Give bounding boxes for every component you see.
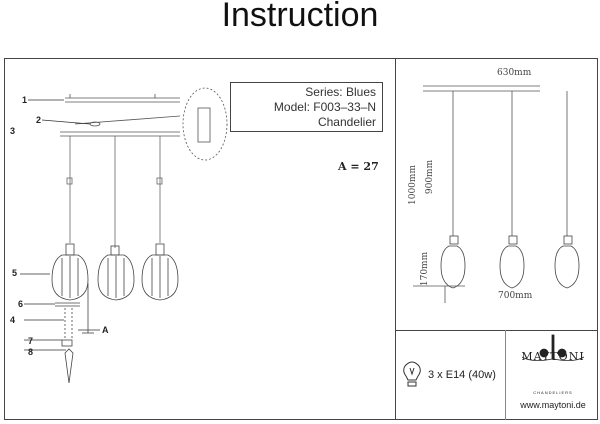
parts-count: A = 27 xyxy=(338,160,379,173)
brand-emblem xyxy=(521,334,585,361)
bulb-spec: 3 x E14 (40w) xyxy=(428,369,496,381)
dim-top-width: 630mm xyxy=(497,68,532,78)
part-label-7: 7 xyxy=(28,336,34,346)
brand-url[interactable]: www.maytoni.de xyxy=(520,400,586,410)
divider xyxy=(505,330,506,420)
part-label-4: 4 xyxy=(10,315,16,325)
part-label-2: 2 xyxy=(36,115,42,125)
brand-logo: MAYTONI xyxy=(521,350,585,363)
model-label: Model: F003–33–N xyxy=(273,100,376,114)
series-label: Series: Blues xyxy=(305,85,376,99)
brand-tagline: CHANDELIERS xyxy=(533,390,573,395)
dimension-drawing xyxy=(413,85,580,303)
divider xyxy=(395,58,396,420)
part-label-6: 6 xyxy=(18,299,24,309)
dim-total-height: 1000mm xyxy=(407,165,418,205)
exploded-parts-diagram xyxy=(20,87,228,384)
divider xyxy=(395,330,598,331)
type-label: Chandelier xyxy=(317,115,376,129)
dim-shade-height: 170mm xyxy=(420,251,431,287)
lightbulb-icon xyxy=(403,361,421,387)
dim-cord-height: 900mm xyxy=(425,159,436,195)
part-label-8: 8 xyxy=(28,347,34,357)
part-label-5: 5 xyxy=(12,268,18,278)
part-label-a: A xyxy=(102,325,109,335)
product-info-box: Series: Blues Model: F003–33–N Chandelie… xyxy=(230,82,383,132)
dim-total-width: 700mm xyxy=(498,291,533,301)
part-label-1: 1 xyxy=(22,95,28,105)
page-title: Instruction xyxy=(221,0,379,34)
part-label-3: 3 xyxy=(10,126,16,136)
instruction-frame xyxy=(4,58,598,420)
